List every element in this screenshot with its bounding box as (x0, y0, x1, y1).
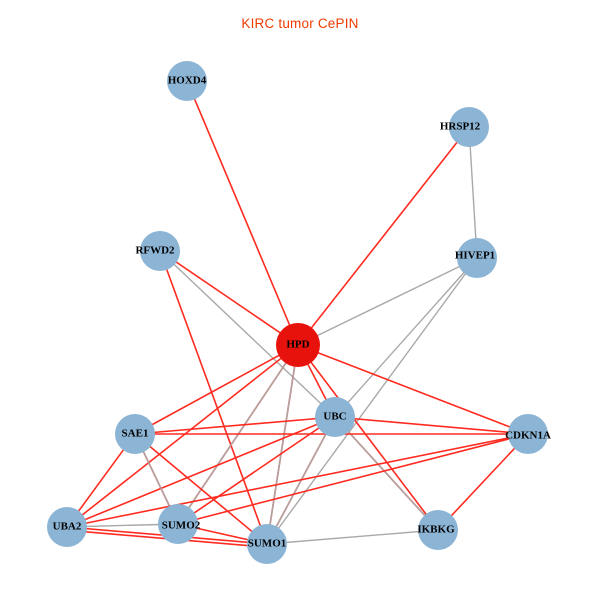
node-hoxd4[interactable] (167, 61, 207, 101)
node-label-hoxd4: HOXD4 (168, 75, 207, 87)
node-label-hpd: HPD (286, 339, 309, 351)
edge-ubc-sae1[interactable] (134, 416, 336, 435)
edge-ubc-sumo2[interactable] (177, 416, 336, 525)
node-rfwd2[interactable] (140, 231, 180, 271)
node-label-uba2: UBA2 (53, 521, 82, 533)
edge-hpd-ikbkg[interactable] (297, 344, 439, 531)
node-sumo1[interactable] (247, 524, 287, 564)
edge-hivep1-hpd[interactable] (297, 257, 478, 346)
edge-hivep1-sumo1[interactable] (266, 257, 478, 545)
edge-hpd-sumo1[interactable] (266, 344, 299, 545)
edge-uba2-cdkn1a[interactable] (66, 433, 529, 528)
edge-ubc-cdkn1a[interactable] (334, 416, 529, 435)
edge-sae1-sumo1[interactable] (134, 433, 268, 545)
node-label-sumo1: SUMO1 (248, 538, 287, 550)
edge-hrsp12-hpd[interactable] (297, 126, 470, 346)
node-ubc[interactable] (315, 397, 355, 437)
edge-hpd-sae1[interactable] (134, 344, 299, 435)
node-hpd[interactable] (276, 323, 320, 367)
node-label-ikbkg: IKBKG (417, 524, 455, 536)
edge-cdkn1a-ikbkg[interactable] (437, 433, 529, 531)
edge-hoxd4-hpd[interactable] (186, 80, 299, 346)
edge-hivep1-ubc[interactable] (334, 257, 478, 418)
node-label-hivep1: HIVEP1 (455, 250, 495, 262)
node-label-sumo2: SUMO2 (162, 520, 201, 532)
node-layer (47, 61, 548, 564)
node-label-ubc: UBC (323, 411, 346, 423)
node-label-hrsp12: HRSP12 (440, 121, 481, 133)
edge-sumo1-ikbkg[interactable] (266, 529, 439, 545)
node-label-cdkn1a: CDKN1A (505, 430, 551, 442)
edge-hrsp12-hivep1[interactable] (468, 126, 478, 259)
edge-hpd-uba2[interactable] (66, 344, 299, 528)
edge-ubc-uba2[interactable] (66, 416, 336, 528)
edge-layer (66, 80, 529, 548)
node-hivep1[interactable] (457, 238, 497, 278)
edge-sumo2-cdkn1a[interactable] (177, 433, 529, 525)
node-sae1[interactable] (115, 414, 155, 454)
node-sumo2[interactable] (158, 504, 198, 544)
edge-rfwd2-ubc[interactable] (159, 250, 336, 418)
node-uba2[interactable] (47, 507, 87, 547)
edge-hpd-cdkn1a[interactable] (297, 344, 529, 435)
edge-rfwd2-sumo1[interactable] (159, 250, 268, 545)
edge-ubc-ikbkg[interactable] (334, 416, 439, 531)
node-hrsp12[interactable] (449, 107, 489, 147)
edge-rfwd2-hpd[interactable] (159, 250, 299, 346)
node-label-sae1: SAE1 (122, 428, 149, 440)
node-ikbkg[interactable] (418, 510, 458, 550)
node-label-rfwd2: RFWD2 (135, 245, 175, 257)
node-cdkn1a[interactable] (508, 414, 548, 454)
page-title: KIRC tumor CePIN (241, 16, 359, 31)
